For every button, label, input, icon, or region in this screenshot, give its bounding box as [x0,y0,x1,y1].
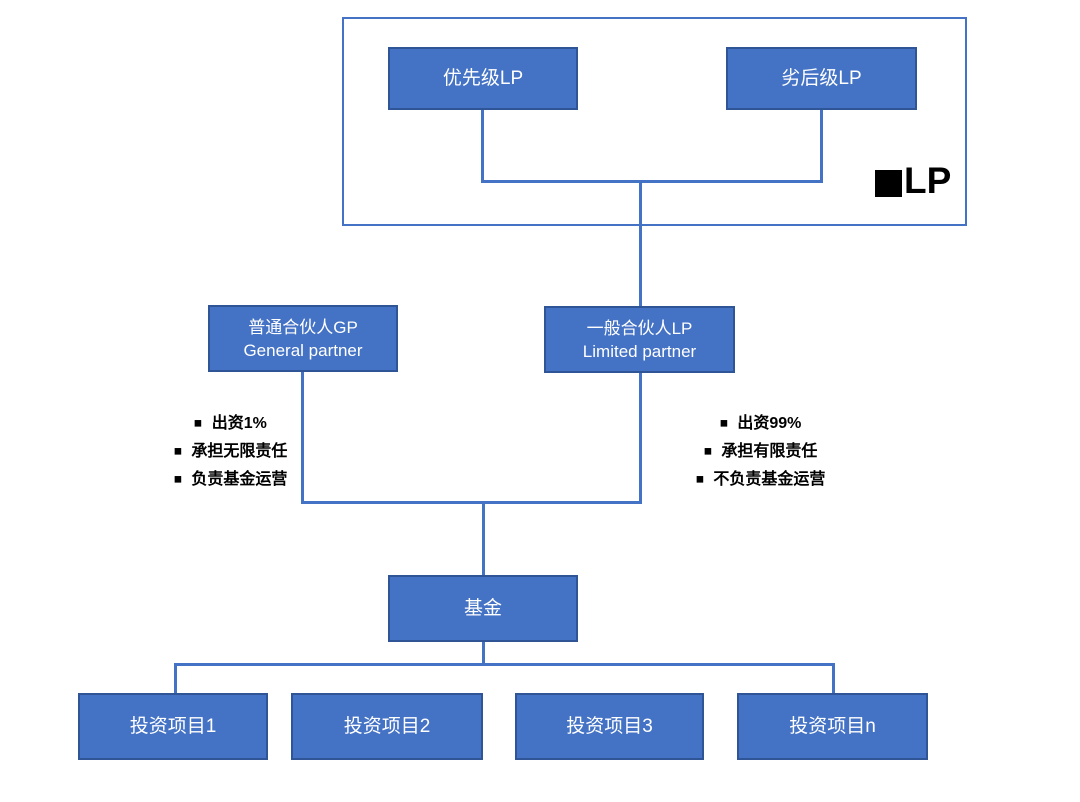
gp-annotation-text: 负责基金运营 [191,471,288,488]
general-partner-box: 普通合伙人GP General partner [208,305,398,372]
connector-lp-horizontal [481,180,823,183]
limited-partner-box: 一般合伙人LP Limited partner [544,306,735,373]
senior-lp-box: 优先级LP [388,47,578,110]
lp-annotations: ■出资99% ■承担有限责任 ■不负责基金运营 [650,410,870,494]
project-3-box: 投资项目3 [515,693,704,760]
fund-label: 基金 [463,597,502,619]
project-n-box: 投资项目n [737,693,928,760]
project-1-box: 投资项目1 [78,693,268,760]
lp-title: 一般合伙人LP [586,318,693,338]
connector-lp-down [639,373,642,503]
lp-annotation-text: 不负责基金运营 [713,471,826,488]
gp-annotations: ■ 出资1% ■ 承担无限责任 ■ 负责基金运营 [138,410,322,494]
bullet-square-icon: ■ [695,472,704,487]
gp-title: 普通合伙人GP [248,317,358,337]
gp-subtitle: General partner [243,340,363,360]
project-2-label: 投资项目2 [343,715,431,737]
junior-lp-box: 劣后级LP [726,47,917,110]
connector-partners-horizontal [301,501,642,504]
senior-lp-label: 优先级LP [442,67,524,89]
connector-gp-down [301,372,304,503]
gp-annotation-text: 承担无限责任 [191,443,288,460]
connector-fund-down [482,642,485,665]
lp-annotation-line: ■ 不负责基金运营 [650,466,870,494]
bullet-square-icon: ■ [703,444,712,459]
bullet-square-icon: ■ [719,416,728,431]
gp-annotation-line: ■ 出资1% [138,410,322,438]
lp-group-outline [342,17,967,226]
project-n-label: 投资项目n [789,715,876,737]
bullet-square-icon: ■ [173,444,182,459]
lp-annotation-line: ■ 出资99% [650,410,870,438]
lp-subtitle: Limited partner [582,341,697,361]
connector-to-fund [482,503,485,575]
bullet-square-icon: ■ [193,416,203,431]
junior-lp-label: 劣后级LP [781,67,862,89]
lp-legend-label: LP [904,160,952,201]
connector-senior-down [481,110,484,182]
connector-project1-down [174,665,177,693]
project-1-label: 投资项目1 [129,715,217,737]
black-square-icon [875,170,902,197]
connector-group-to-lp-partner [639,182,642,306]
fund-box: 基金 [388,575,578,642]
lp-annotation-line: ■ 承担有限责任 [650,438,870,466]
gp-annotation-text: 出资1% [211,415,267,432]
lp-annotation-text: 承担有限责任 [721,443,818,460]
connector-projects-horizontal [174,663,835,666]
lp-legend: LP [875,162,951,200]
project-2-box: 投资项目2 [291,693,483,760]
project-3-label: 投资项目3 [566,715,653,737]
gp-annotation-line: ■ 承担无限责任 [138,438,322,466]
bullet-square-icon: ■ [173,472,182,487]
connector-junior-down [820,110,823,182]
connector-projectn-down [832,665,835,693]
gp-annotation-line: ■ 负责基金运营 [138,466,322,494]
lp-annotation-text: 出资99% [737,415,802,432]
